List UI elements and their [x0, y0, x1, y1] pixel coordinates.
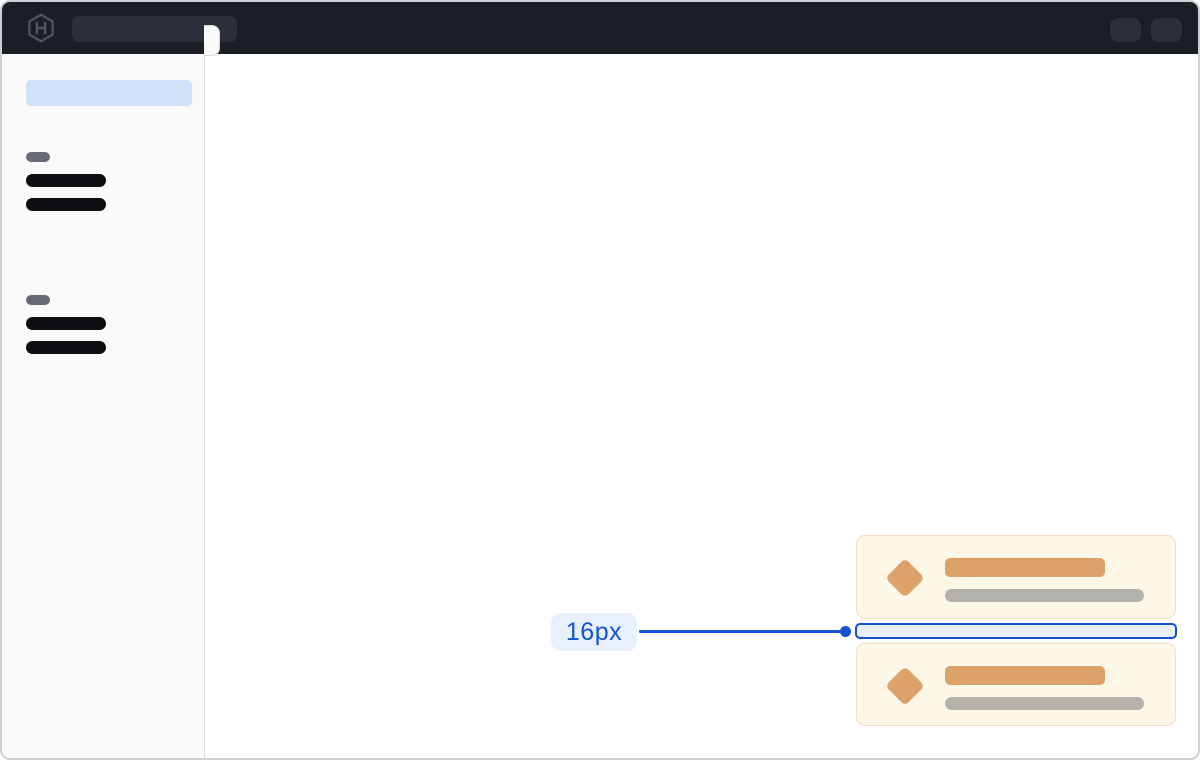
sidebar-item-skeleton: [26, 198, 106, 211]
sidebar-group: [26, 295, 106, 354]
card-text-skeleton: [945, 589, 1144, 602]
sidebar-group-label-skeleton: [26, 295, 50, 305]
diamond-icon: [885, 666, 925, 706]
sidebar-toggle-handle[interactable]: [203, 25, 220, 56]
header-action-button-skeleton[interactable]: [1110, 18, 1141, 42]
spacing-indicator-rect: [855, 623, 1177, 639]
spacing-value-label: 16px: [551, 613, 637, 651]
annotation-connector-line: [639, 630, 841, 633]
sidebar-item-skeleton: [26, 174, 106, 187]
main-content: [205, 54, 1198, 758]
example-card: [856, 643, 1176, 726]
card-text-skeleton: [945, 697, 1144, 710]
app-header: [2, 2, 1198, 54]
sidebar-group-label-skeleton: [26, 152, 50, 162]
sidebar-group: [26, 152, 106, 211]
sidebar-item-skeleton: [26, 341, 106, 354]
annotation-connector-dot: [840, 626, 851, 637]
diamond-icon: [885, 558, 925, 598]
card-title-skeleton: [945, 558, 1105, 577]
card-title-skeleton: [945, 666, 1105, 685]
example-card: [856, 535, 1176, 619]
hashicorp-logo-icon[interactable]: [26, 13, 56, 43]
header-action-button-skeleton[interactable]: [1151, 18, 1182, 42]
sidebar-active-item-skeleton[interactable]: [26, 80, 192, 106]
header-actions: [1110, 18, 1182, 42]
sidebar-item-skeleton: [26, 317, 106, 330]
sidebar: [2, 54, 205, 758]
